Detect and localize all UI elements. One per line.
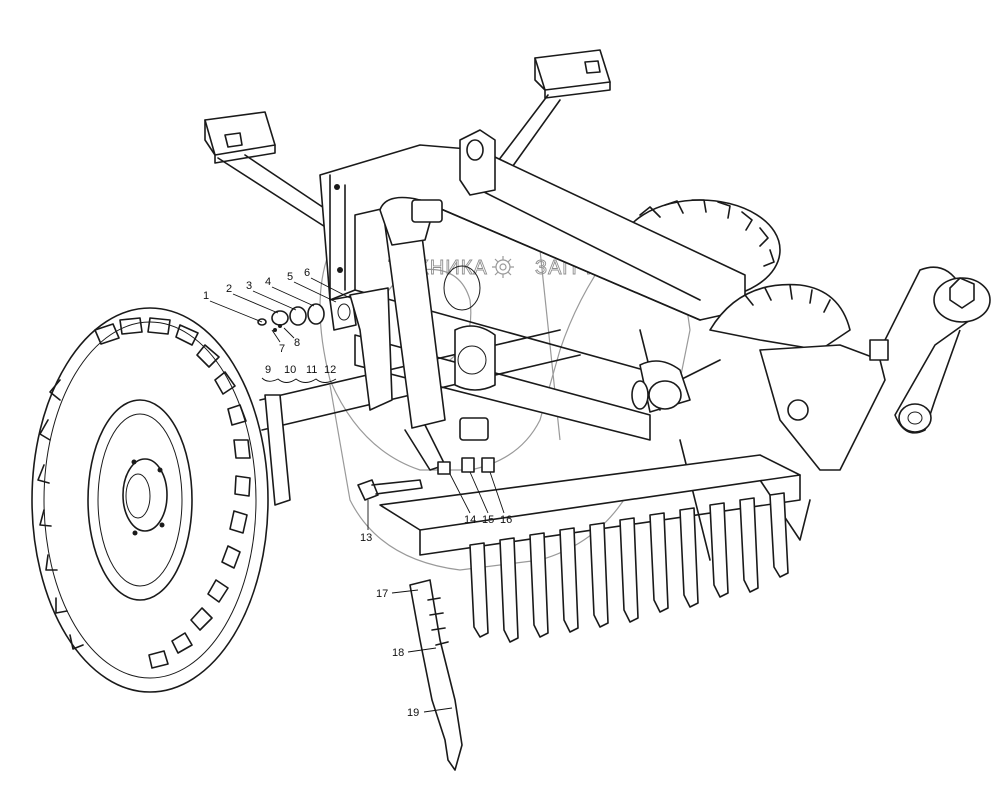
callout-5: 5 bbox=[287, 271, 293, 283]
right-link-arm bbox=[869, 266, 991, 434]
tines bbox=[469, 492, 789, 643]
callout-13: 13 bbox=[360, 532, 372, 544]
callout-3: 3 bbox=[246, 280, 252, 292]
callout-17: 17 bbox=[376, 588, 388, 600]
tine-bar bbox=[379, 454, 801, 556]
fittings-14-16 bbox=[437, 417, 495, 475]
callout-9: 9 bbox=[265, 364, 271, 376]
callout-15: 15 bbox=[482, 514, 494, 526]
bolt-13 bbox=[357, 479, 423, 501]
callout-18: 18 bbox=[392, 647, 404, 659]
callout-12: 12 bbox=[324, 364, 336, 376]
exploded-small-parts bbox=[257, 287, 393, 411]
callout-14: 14 bbox=[464, 514, 476, 526]
callout-4: 4 bbox=[265, 276, 271, 288]
callout-16: 16 bbox=[500, 514, 512, 526]
rear-disc-assembly bbox=[631, 283, 886, 471]
callout-1: 1 bbox=[203, 290, 209, 302]
callout-11: 11 bbox=[306, 364, 317, 376]
gear-icon bbox=[492, 256, 514, 278]
hydraulic-cylinder bbox=[379, 196, 496, 471]
exploded-tine bbox=[409, 579, 463, 771]
callout-6: 6 bbox=[304, 267, 310, 279]
callout-2: 2 bbox=[226, 283, 232, 295]
callout-8: 8 bbox=[294, 337, 300, 349]
mount-arm-right bbox=[494, 49, 611, 171]
callout-7: 7 bbox=[279, 343, 285, 355]
callout-10: 10 bbox=[284, 364, 296, 376]
callout-19: 19 bbox=[407, 707, 419, 719]
callouts: 1 2 3 4 5 6 7 8 9 10 11 12 13 14 15 bbox=[203, 267, 512, 719]
left-wheel bbox=[31, 307, 269, 693]
